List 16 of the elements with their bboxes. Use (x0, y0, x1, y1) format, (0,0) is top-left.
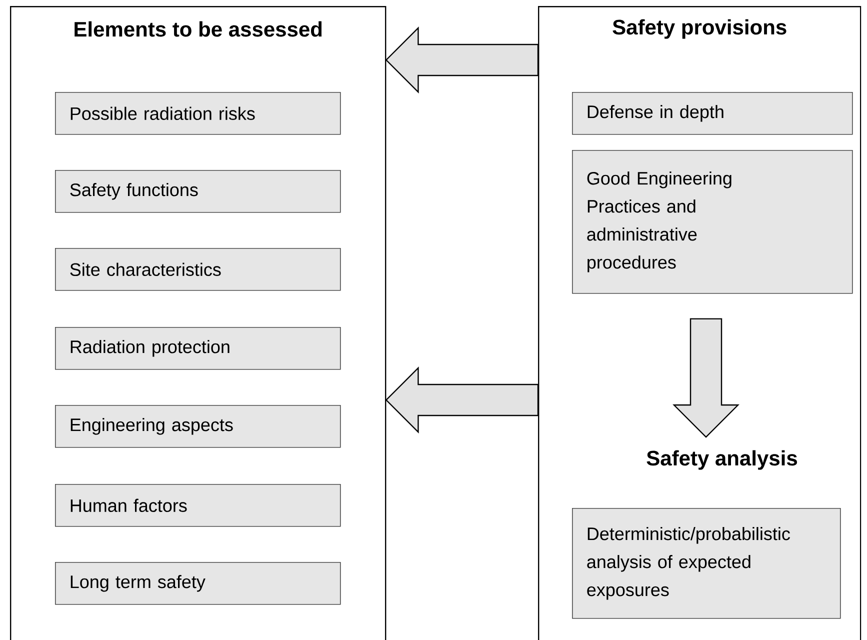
text-box: Good Engineering Practices and administrative procedures (572, 150, 853, 294)
block-arrow (385, 366, 539, 434)
text-box: Site characteristics (55, 248, 341, 291)
text-box: Deterministic/probabilistic analysis of expected exposures (572, 508, 841, 619)
text-box: Human factors (55, 484, 341, 527)
section-heading: Safety analysis (646, 450, 797, 470)
block-arrow (672, 318, 740, 438)
text-box: Safety functions (55, 170, 341, 213)
text-box: Defense in depth (572, 92, 853, 135)
block-arrow (385, 26, 539, 94)
text-box: Radiation protection (55, 327, 341, 370)
text-box: Possible radiation risks (55, 92, 341, 135)
text-box: Engineering aspects (55, 405, 341, 448)
panel-heading: Elements to be assessed (74, 21, 322, 37)
text-box: Long term safety (55, 562, 341, 605)
panel-heading: Safety provisions (612, 19, 786, 39)
